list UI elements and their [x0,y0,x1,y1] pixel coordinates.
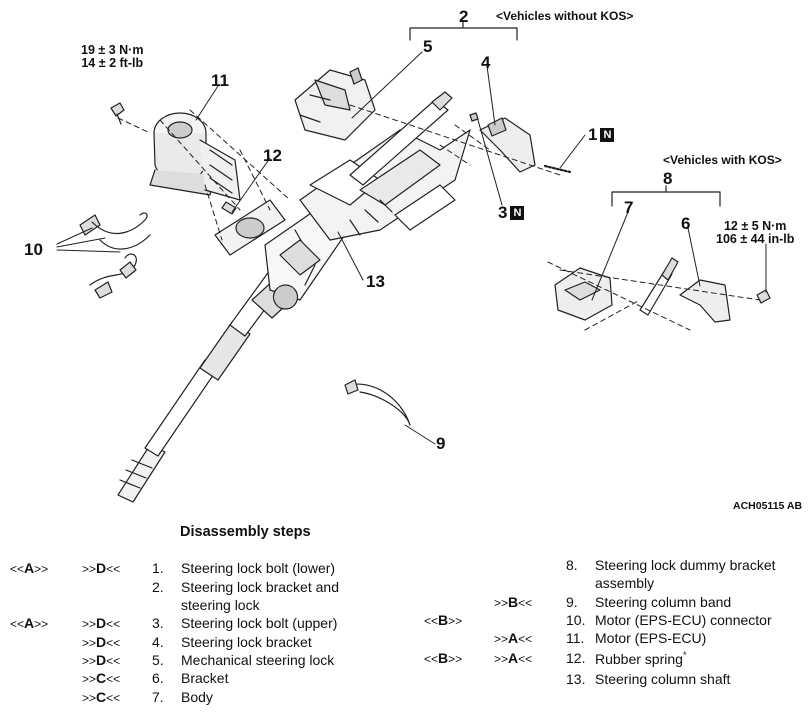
callout-5: 5 [423,37,433,56]
step-number: 2. [152,579,164,595]
badge-n: N [510,206,525,220]
callout-6: 6 [681,214,691,233]
callout-4: 4 [481,53,491,72]
kos-shaft [639,257,679,316]
group-bracket-8 [611,185,721,207]
step-number: 12. [566,650,586,666]
leader-lines [56,51,767,445]
callout-10: 10 [24,240,43,259]
motor-11 [149,112,241,201]
steering-lock-bolt-upper [469,112,479,122]
alignment-line [117,109,291,241]
marker-service: >>D<< [82,560,121,576]
step-number: 3. [152,615,164,631]
step-number: 4. [152,634,164,650]
step-text: Steering lock bolt (lower) [181,560,336,576]
torque-spec-right: 12 ± 5 N·m 106 ± 44 in-lb [716,220,794,246]
marker-service: >>D<< [82,634,121,650]
group-bracket-2 [409,21,518,41]
bolt-upper-left [110,102,125,125]
marker-service: >>C<< [82,670,121,686]
callout-13: 13 [366,272,385,291]
marker-service: >>D<< [82,615,121,631]
torque-spec-top-left: 19 ± 3 N·m 14 ± 2 ft-lb [81,44,143,70]
dummy-bracket-6 [679,279,731,323]
connector-harness-10 [79,212,151,299]
exploded-diagram [56,21,771,503]
alignment-line [349,104,561,176]
step-text: Steering lock bracket and [181,579,339,595]
dummy-bracket-body-7 [554,267,613,321]
marker-service: >>A<< [494,630,533,646]
footnote-mark: * [682,650,687,660]
step-text: Steering lock bracket [181,634,312,650]
torque-metric: 19 ± 3 N·m [81,43,144,57]
steering-lock-bracket-4 [479,117,536,173]
step-text: Steering lock bolt (upper) [181,615,338,631]
alignment-line [547,261,761,331]
column-body-13 [264,91,471,310]
callout-9: 9 [436,434,446,453]
marker-prep: <<A>> [10,615,49,631]
marker-service: >>D<< [82,652,121,668]
steering-lock-bolt-lower [543,164,572,174]
callout-11: 11 [211,71,229,90]
step-text: Motor (EPS-ECU) connector [595,612,772,628]
marker-service: >>C<< [82,689,121,705]
callout-2: 2 [459,7,469,26]
step-number: 6. [152,670,164,686]
step-number: 5. [152,652,164,668]
figure-id: ACH05115 AB [733,500,803,512]
step-number: 7. [152,689,164,705]
step-number: 8. [566,557,578,573]
marker-prep: <<A>> [10,560,49,576]
header-without-kos: <Vehicles without KOS> [496,9,634,23]
badge-n: N [600,128,615,142]
callout-12: 12 [263,146,282,165]
step-number: 10. [566,612,586,628]
step-text: Bracket [181,670,229,686]
step-text: Motor (EPS-ECU) [595,630,707,646]
callout-8: 8 [663,169,673,188]
torque-imperial: 14 ± 2 ft-lb [81,56,144,70]
step-number: 1. [152,560,164,576]
step-number: 11. [566,630,585,646]
intermediate-shaft [117,269,297,503]
mechanical-steering-lock-5 [294,67,376,141]
callout-1-number: 1 [588,125,598,144]
step-number: 9. [566,594,578,610]
steps-title: Disassembly steps [180,524,311,540]
step-text: Rubber spring* [595,650,687,667]
step-text: Body [181,689,213,705]
callout-3-number: 3 [498,203,508,222]
rubber-spring-12 [214,199,286,256]
step-text: Steering column shaft [595,671,731,687]
bolt-kos [756,289,771,304]
steering-column-band-9 [344,379,411,426]
step-number: 13. [566,671,586,687]
marker-service: >>A<< [494,650,533,666]
marker-prep: <<B>> [424,650,463,666]
header-with-kos: <Vehicles with KOS> [663,153,782,167]
step-text: Steering lock dummy bracket [595,557,776,573]
torque-imperial: 106 ± 44 in-lb [716,232,795,246]
marker-service: >>B<< [494,594,533,610]
marker-prep: <<B>> [424,612,463,628]
step-text: Steering column band [595,594,732,610]
step-text: assembly [595,575,655,591]
step-text: Mechanical steering lock [181,652,335,668]
torque-metric: 12 ± 5 N·m [723,219,787,233]
callout-7: 7 [624,198,634,217]
step-text: steering lock [181,597,260,613]
